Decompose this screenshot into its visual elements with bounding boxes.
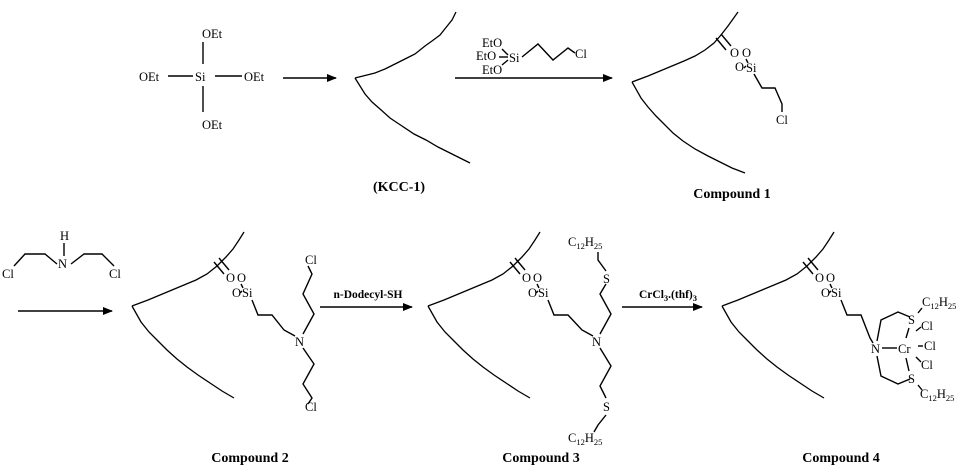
- amine-h: H: [60, 229, 69, 243]
- compound3-n: N: [592, 335, 601, 349]
- c12h25-top-h: H: [585, 235, 594, 249]
- reagent1-eto-1: EtO: [482, 36, 502, 50]
- compound1-cl: Cl: [776, 113, 788, 127]
- chloropropyl-triethoxysilane: EtO EtO EtO Si Cl: [476, 36, 587, 77]
- reagent1-eto-2: EtO: [476, 49, 496, 63]
- compound4-cr: Cr: [898, 342, 911, 356]
- c12h25-bottom-c: C: [568, 431, 576, 445]
- compound3-si: Si: [538, 286, 549, 300]
- c12h25-top-c: C: [568, 235, 576, 249]
- compound-2: O O O Si N Cl Cl: [131, 231, 317, 414]
- teos-oet-bottom: OEt: [202, 118, 223, 132]
- compound-4: O O O Si N Cr S S Cl Cl Cl C12H25 C12H25: [721, 231, 956, 403]
- bis-chloroethyl-amine: H N Cl Cl: [2, 229, 121, 281]
- compound3-s-top: S: [603, 272, 610, 286]
- compound2-o3: O: [232, 286, 241, 300]
- c12h25-top-h-sub: 25: [594, 241, 603, 251]
- teos-oet-left: OEt: [139, 70, 160, 84]
- compound1-o1: O: [730, 46, 739, 60]
- compound3-o2: O: [533, 271, 542, 285]
- c12h25-bottom-h-sub: 25: [594, 437, 603, 447]
- compound2-caption: Compound 2: [211, 451, 288, 466]
- compound1-fiber-lower: [631, 81, 746, 174]
- compound4-cl-1: Cl: [921, 319, 933, 333]
- compound4-fiber-lower: [721, 305, 825, 399]
- compound2-si: Si: [242, 286, 253, 300]
- compound1-caption: Compound 1: [693, 187, 770, 202]
- compound3-caption: Compound 3: [502, 451, 579, 466]
- teos-molecule: Si OEt OEt OEt OEt: [139, 27, 265, 132]
- compound3-s-bottom: S: [603, 400, 610, 414]
- compound3-fiber-lower: [427, 305, 531, 399]
- compound2-fiber-lower: [131, 305, 235, 399]
- kcc1-fiber-lower: [354, 77, 471, 164]
- compound4-s-top: S: [908, 313, 915, 327]
- compound2-n: N: [295, 335, 304, 349]
- svg-text:C12H25: C12H25: [568, 431, 602, 447]
- c4-c12h25-bottom-c: C: [920, 387, 928, 401]
- reagent1-si: Si: [509, 51, 520, 65]
- step3-reagent-label: n-Dodecyl-SH: [334, 289, 403, 301]
- teos-si: Si: [195, 70, 206, 84]
- compound-1: O O O Si Cl: [631, 11, 788, 174]
- compound4-caption: Compound 4: [802, 451, 879, 466]
- compound4-c12h25-bottom: C12H25: [920, 387, 954, 403]
- c4-c12h25-top-h-sub: 25: [948, 301, 957, 311]
- compound1-o3: O: [735, 60, 744, 74]
- compound1-fiber-upper: [631, 11, 739, 83]
- c4-c12h25-top-c-sub: 12: [930, 301, 939, 311]
- teos-oet-top: OEt: [202, 27, 223, 41]
- compound2-fiber-upper: [131, 231, 245, 307]
- c4-c12h25-top-h: H: [939, 295, 948, 309]
- svg-text:C12H25: C12H25: [920, 387, 954, 403]
- compound3-fiber-upper: [427, 231, 541, 307]
- compound4-o1: O: [815, 271, 824, 285]
- compound3-o3: O: [528, 286, 537, 300]
- compound2-cl-top: Cl: [305, 253, 317, 267]
- compound4-o2: O: [826, 271, 835, 285]
- compound1-si: Si: [746, 61, 757, 75]
- compound2-cl-bottom: Cl: [305, 400, 317, 414]
- svg-text:C12H25: C12H25: [568, 235, 602, 251]
- step4-reagent-label: CrCl3.(thf)3: [639, 289, 697, 303]
- compound3-c12h25-bottom: C12H25: [568, 431, 602, 447]
- c4-c12h25-bottom-h: H: [937, 387, 946, 401]
- c12h25-bottom-c-sub: 12: [576, 437, 585, 447]
- compound4-fiber-upper: [721, 231, 835, 307]
- compound2-o2: O: [237, 271, 246, 285]
- kcc1-caption: (KCC-1): [373, 180, 425, 195]
- compound4-o3: O: [821, 286, 830, 300]
- compound3-o1: O: [522, 271, 531, 285]
- compound4-cl-3: Cl: [921, 358, 933, 372]
- reagent1-cl: Cl: [575, 47, 587, 61]
- compound-3: O O O Si N S C12H25 S C12H25: [427, 231, 612, 447]
- amine-cl-right: Cl: [109, 267, 121, 281]
- c4-c12h25-bottom-h-sub: 25: [946, 393, 955, 403]
- kcc1-nanosphere: [354, 11, 471, 164]
- compound4-n: N: [871, 342, 880, 356]
- c12h25-top-c-sub: 12: [576, 241, 585, 251]
- c4-c12h25-top-c: C: [922, 295, 930, 309]
- amine-n: N: [58, 257, 67, 271]
- svg-text:C12H25: C12H25: [922, 295, 956, 311]
- compound4-s-bottom: S: [908, 372, 915, 386]
- reagent1-eto-3: EtO: [482, 63, 502, 77]
- amine-cl-left: Cl: [2, 267, 14, 281]
- compound4-si: Si: [831, 286, 842, 300]
- teos-oet-right: OEt: [244, 70, 265, 84]
- compound4-c12h25-top: C12H25: [922, 295, 956, 311]
- compound3-c12h25-top: C12H25: [568, 235, 602, 251]
- compound2-o1: O: [226, 271, 235, 285]
- c4-c12h25-bottom-c-sub: 12: [928, 393, 937, 403]
- kcc1-fiber-upper: [354, 11, 457, 79]
- c12h25-bottom-h: H: [585, 431, 594, 445]
- compound1-o2: O: [742, 46, 751, 60]
- compound4-cl-2: Cl: [924, 339, 936, 353]
